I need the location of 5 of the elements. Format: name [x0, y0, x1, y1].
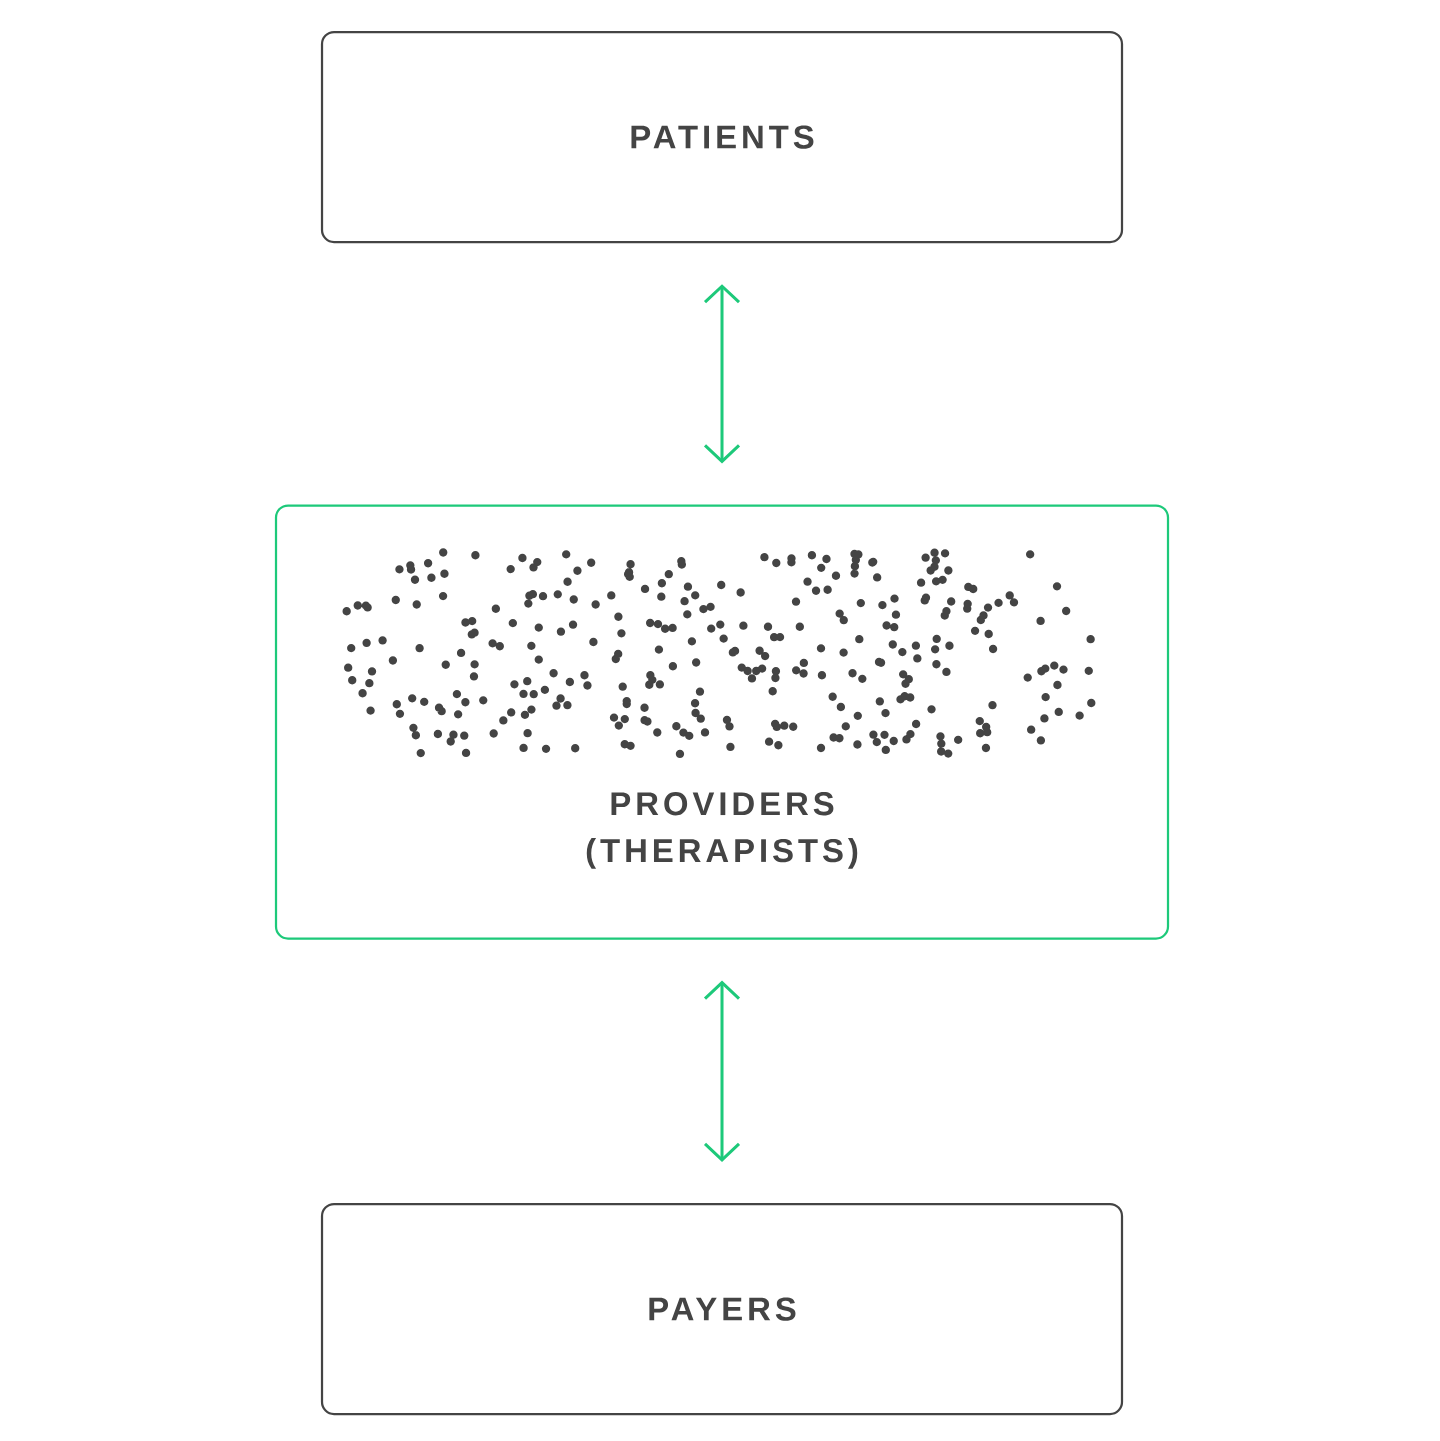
entity-box: PAYERS	[320, 1202, 1124, 1416]
double-arrow	[704, 980, 741, 1162]
entity-box: PATIENTS	[320, 30, 1124, 244]
double-arrow	[704, 284, 741, 464]
provider-box: PROVIDERS (THERAPISTS)	[274, 504, 1170, 940]
